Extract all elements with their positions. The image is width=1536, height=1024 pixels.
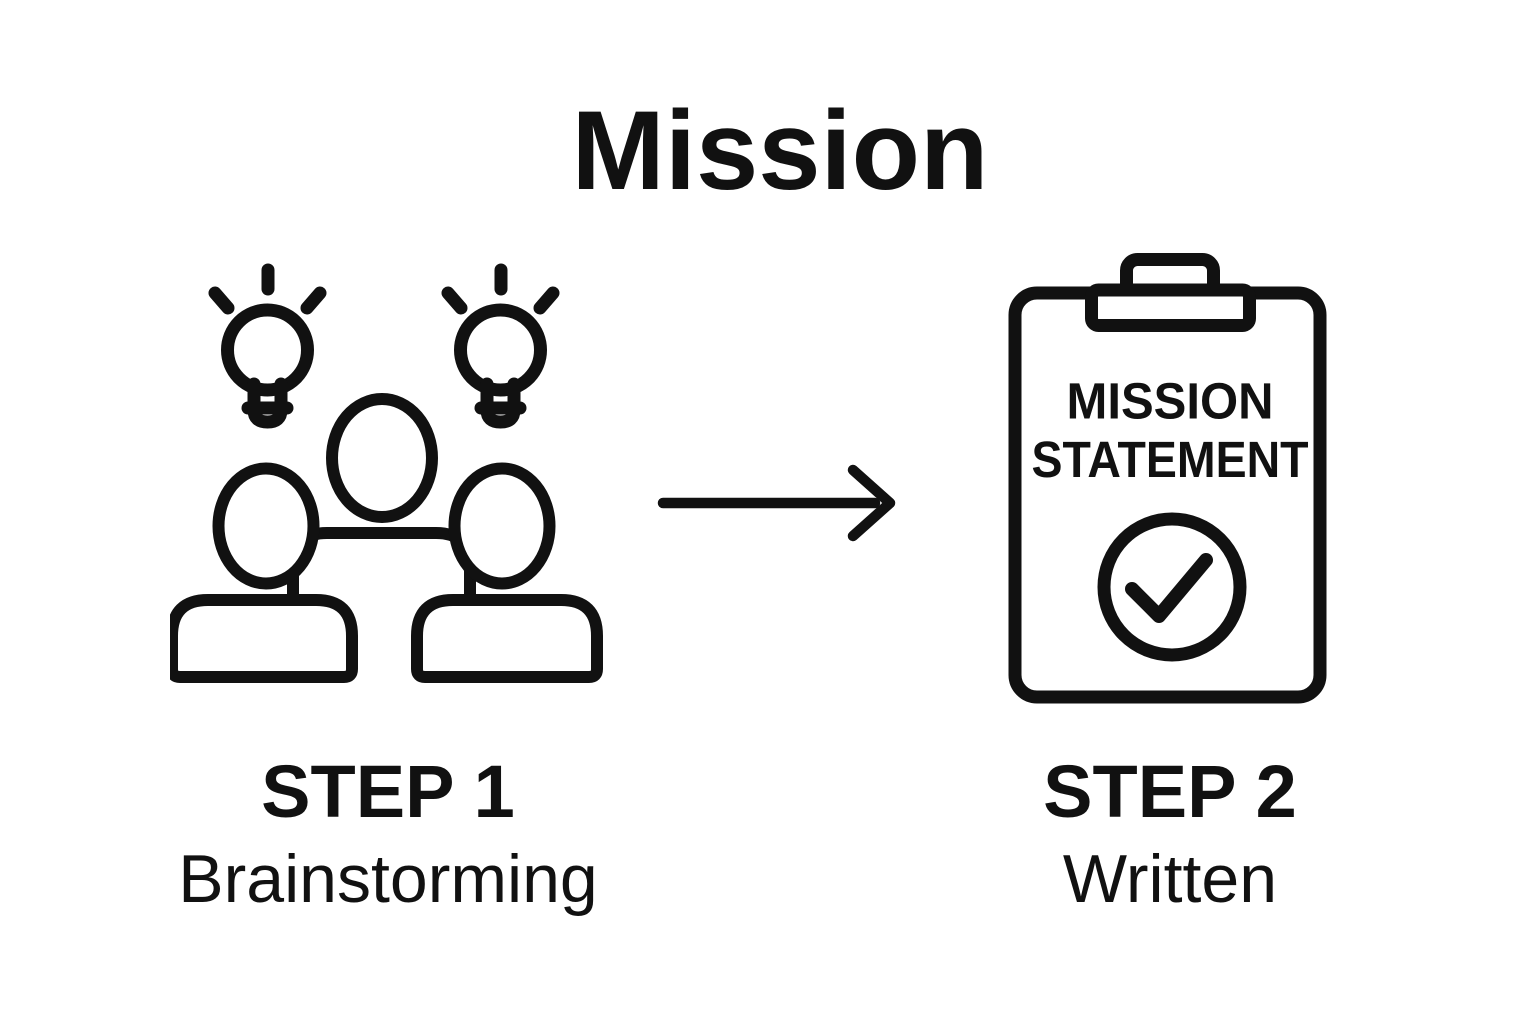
clipboard-clip <box>1085 283 1256 332</box>
lightbulb-icon <box>441 263 560 429</box>
step-1-group: STEP 1 Brainstorming <box>138 258 638 958</box>
step-2-caption: Written <box>1062 841 1278 917</box>
person-icon <box>287 393 476 634</box>
clipboard-board <box>1008 286 1327 704</box>
page-title: Mission <box>571 88 989 213</box>
brainstorming-icon <box>170 263 603 683</box>
step-1-caption: Brainstorming <box>178 841 598 917</box>
person-icon <box>411 462 603 683</box>
step-2-group: MISSION STATEMENT STEP 2 Written <box>920 248 1420 958</box>
arrow-right-icon <box>657 464 896 542</box>
step-1-label: STEP 1 <box>261 750 515 833</box>
step-2-label: STEP 2 <box>1043 750 1297 833</box>
clipboard-text-line1: MISSION <box>1067 373 1274 430</box>
person-icon <box>170 462 358 683</box>
check-circle-icon <box>1097 512 1247 662</box>
clipboard-text-line2: STATEMENT <box>1032 431 1309 488</box>
lightbulb-icon <box>208 263 327 429</box>
mission-statement-clipboard-icon: MISSION STATEMENT <box>1008 253 1327 704</box>
